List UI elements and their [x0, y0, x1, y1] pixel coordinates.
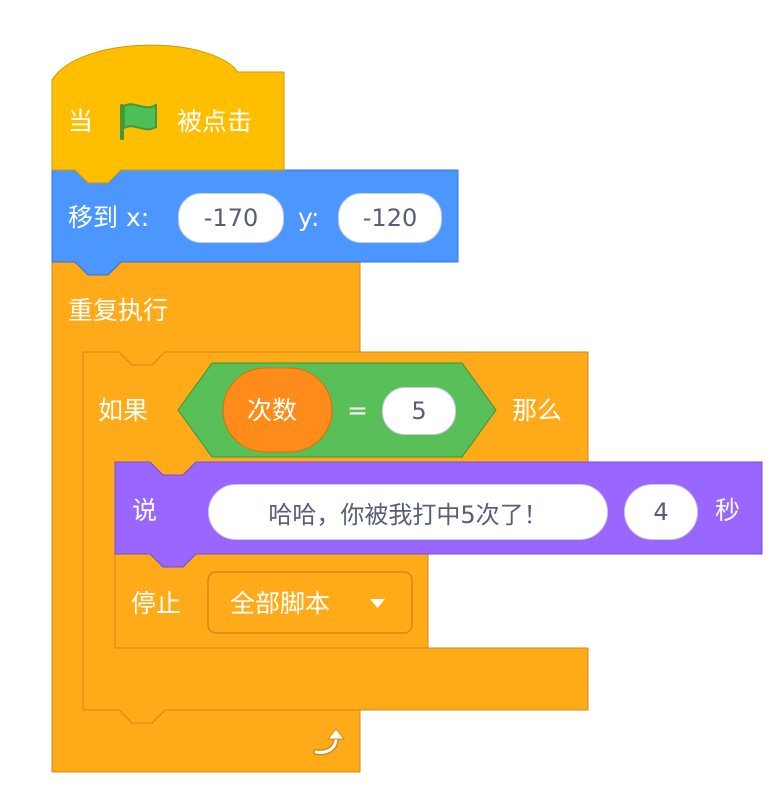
loop-arrow-icon: [313, 728, 346, 756]
stop-dropdown-shape[interactable]: [207, 571, 413, 634]
x-value-input[interactable]: -170: [178, 193, 284, 243]
seconds-label: 秒: [715, 496, 741, 525]
y-value-input[interactable]: -120: [338, 193, 442, 243]
say-message-input[interactable]: 哈哈，你被我打中5次了！: [208, 484, 608, 540]
move-label: 移到 x:: [68, 203, 150, 232]
hat-block-shape[interactable]: [51, 44, 285, 184]
if-label: 如果: [98, 396, 149, 425]
stop-option-label[interactable]: 全部脚本: [230, 589, 331, 618]
say-seconds-input[interactable]: 4: [624, 484, 698, 540]
stop-label: 停止: [131, 589, 182, 618]
variable-reporter-shape[interactable]: [222, 367, 333, 453]
then-label: 那么: [512, 396, 563, 425]
caret-down-icon: [370, 599, 385, 608]
y-label: y:: [298, 203, 320, 232]
equals-operator-label: =: [347, 396, 368, 425]
variable-reporter-label: 次数: [247, 396, 298, 425]
compare-value-input[interactable]: 5: [382, 387, 456, 435]
say-label: 说: [132, 496, 158, 525]
forever-label: 重复执行: [68, 296, 169, 325]
green-flag-icon: [120, 103, 157, 140]
hat-suffix-label: 被点击: [177, 107, 253, 136]
hat-prefix-label: 当: [68, 107, 94, 136]
